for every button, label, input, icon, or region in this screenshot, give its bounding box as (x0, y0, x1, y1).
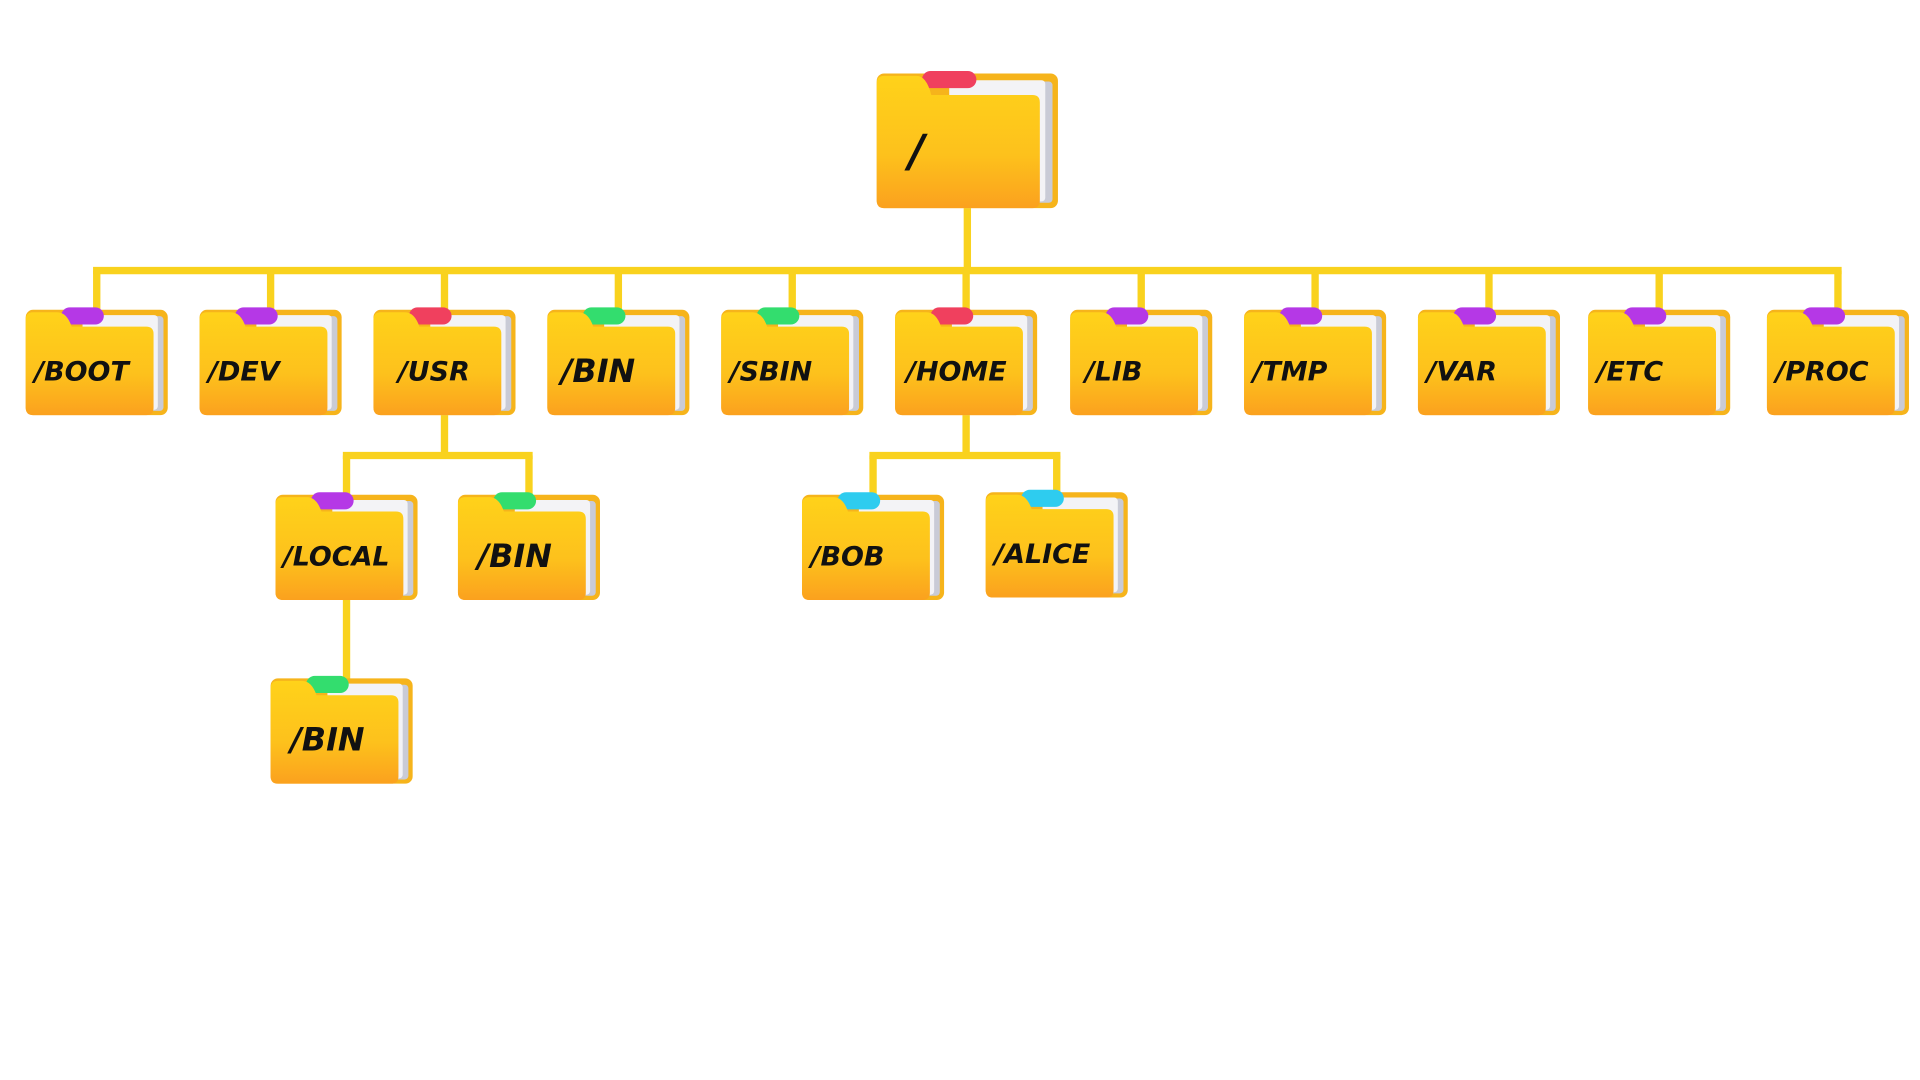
folder-tab-red (408, 307, 452, 325)
folder-label: /SBIN (727, 356, 812, 387)
folder-usr-local[interactable]: /LOCAL (275, 492, 418, 600)
folder-boot[interactable]: /BOOT (25, 307, 168, 416)
folder-label: / (904, 126, 929, 177)
folder-body (1244, 312, 1372, 416)
folder-body (721, 312, 850, 416)
folder-label: /HOME (903, 356, 1007, 387)
folder-tab-cyan (1021, 489, 1064, 507)
folder-body (270, 680, 399, 784)
folder-home[interactable]: /HOME (895, 307, 1038, 416)
folder-body (199, 312, 328, 416)
folder-body (275, 497, 404, 600)
folder-tab-red (930, 307, 974, 325)
folder-tab-green (306, 675, 349, 694)
folder-tab-purple (311, 492, 354, 510)
folder-label: /VAR (1424, 356, 1497, 387)
folder-tab-purple (1105, 307, 1149, 325)
folder-tab-purple (1453, 307, 1497, 325)
folder-body (802, 497, 930, 600)
folder-tab-purple (1623, 307, 1667, 325)
folder-body (25, 312, 154, 416)
folder-var[interactable]: /VAR (1417, 307, 1560, 416)
folder-etc[interactable]: /ETC (1588, 307, 1731, 416)
folder-bin[interactable]: /BIN (547, 307, 690, 416)
folder-tab-purple (235, 307, 278, 325)
folder-label: /ALICE (991, 539, 1091, 570)
folder-label: /BIN (286, 721, 364, 759)
connector-lines (93, 208, 1842, 692)
folder-tab-green (582, 307, 626, 325)
folder-body (1588, 312, 1716, 416)
folder-label: /PROC (1773, 356, 1869, 387)
folder-label: /BOB (808, 541, 885, 572)
folder-body (373, 312, 502, 416)
folder-tab-green (493, 492, 537, 510)
folder-usr-bin[interactable]: /BIN (457, 492, 600, 600)
folder-body (457, 497, 586, 600)
folder-label: /BOOT (31, 356, 131, 387)
folder-tab-red (922, 71, 977, 89)
folder-tab-purple (1802, 307, 1846, 325)
folder-dev[interactable]: /DEV (199, 307, 342, 416)
folder-label: /ETC (1594, 356, 1664, 387)
folder-tab-cyan (837, 492, 881, 510)
folder-alice[interactable]: /ALICE (985, 489, 1128, 598)
folder-root[interactable]: / (876, 71, 1058, 209)
folder-sbin[interactable]: /SBIN (721, 307, 864, 416)
folder-label: /USR (395, 356, 470, 387)
folder-label: /BIN (557, 352, 635, 390)
folder-body (876, 75, 1040, 209)
folder-label: /LOCAL (280, 541, 390, 572)
folder-nodes: / /BOOT/DEV/USR/BIN/SBIN/HOME/LIB/TMP/VAR… (25, 71, 1909, 784)
folder-body (1417, 312, 1546, 416)
folder-tab-green (756, 307, 800, 325)
folder-body (1766, 312, 1895, 416)
folder-body (547, 312, 676, 416)
folder-proc[interactable]: /PROC (1766, 307, 1909, 416)
folder-usr[interactable]: /USR (373, 307, 516, 416)
folder-lib[interactable]: /LIB (1070, 307, 1213, 416)
folder-bob[interactable]: /BOB (802, 492, 945, 600)
folder-label: /DEV (205, 356, 282, 387)
folder-body (895, 312, 1023, 416)
folder-label: /LIB (1082, 356, 1143, 387)
folder-label: /TMP (1250, 356, 1328, 387)
folder-body (1070, 312, 1199, 416)
folder-label: /BIN (474, 537, 552, 575)
folder-tab-purple (1279, 307, 1323, 325)
folder-body (985, 494, 1114, 598)
folder-local-bin[interactable]: /BIN (270, 675, 413, 784)
folder-tab-purple (61, 307, 104, 325)
folder-tmp[interactable]: /TMP (1244, 307, 1387, 416)
